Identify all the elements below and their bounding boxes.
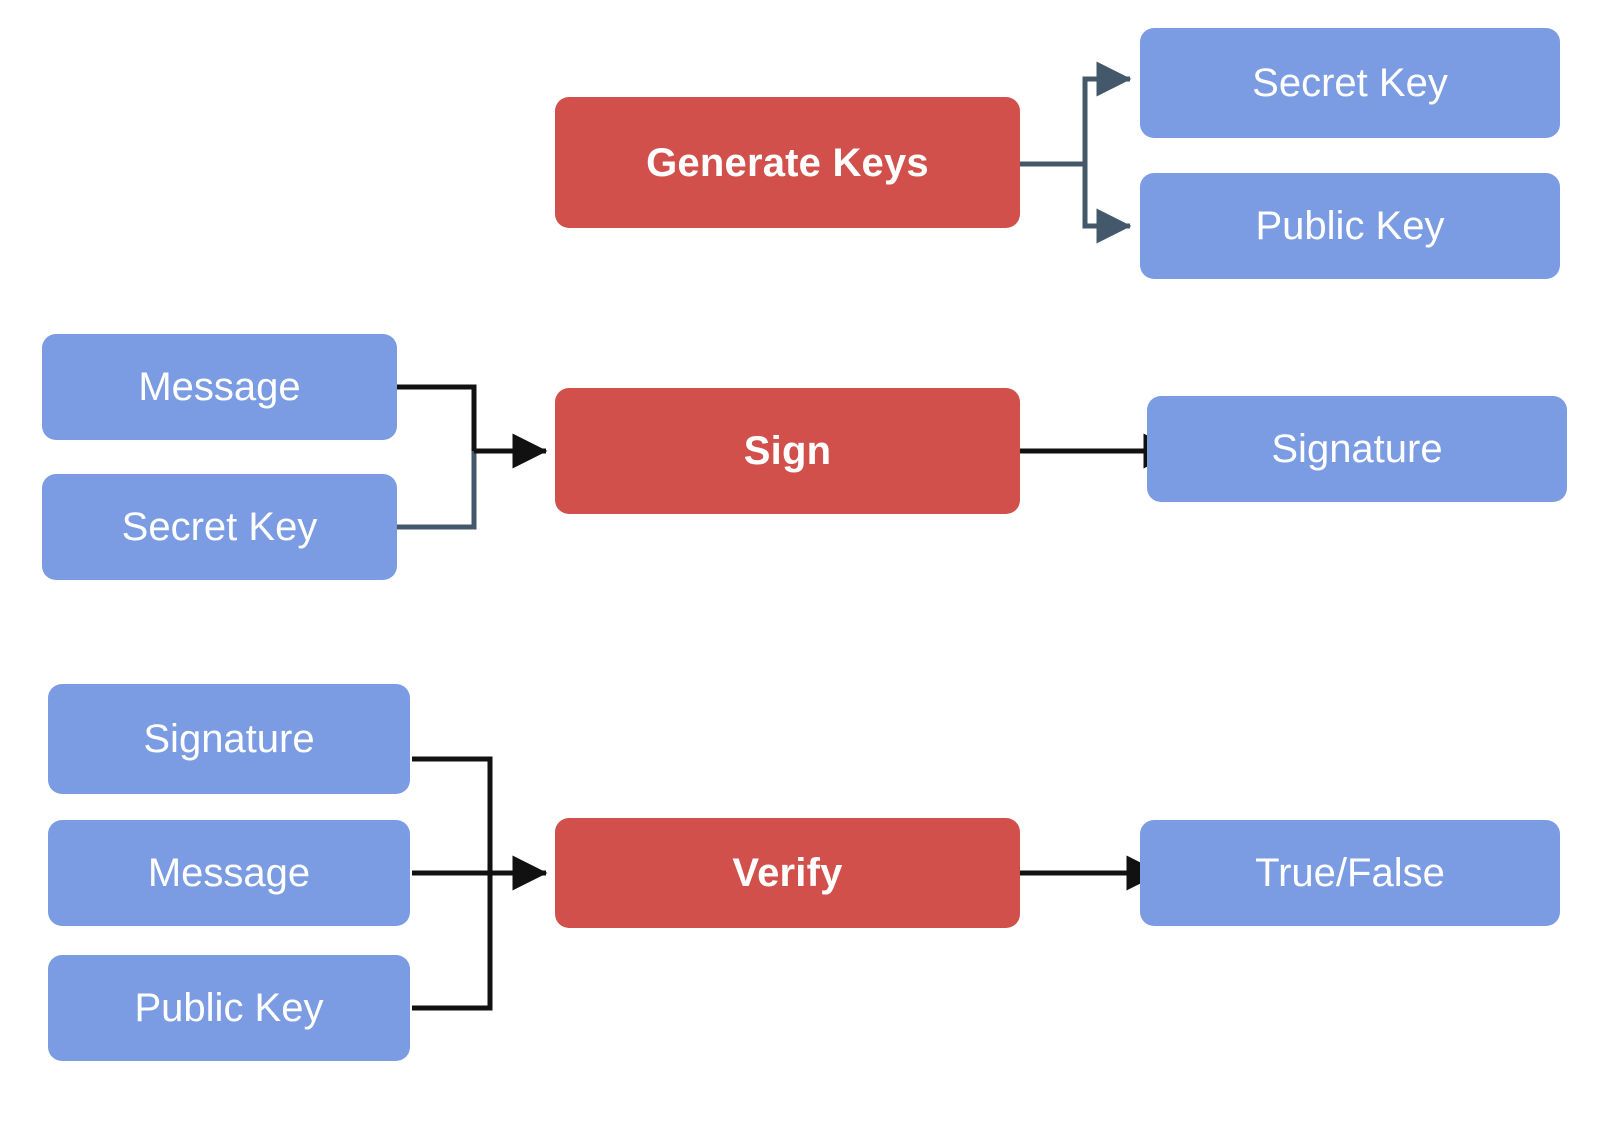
node-signature-output[interactable]: Signature bbox=[1147, 396, 1567, 502]
node-label-sign-input-secret-key: Secret Key bbox=[121, 505, 318, 549]
edge-sign-merge bbox=[397, 384, 548, 530]
edge-generate-keys-split bbox=[1018, 61, 1132, 244]
node-verify[interactable]: Verify bbox=[555, 818, 1020, 928]
node-sign-input-secret-key[interactable]: Secret Key bbox=[42, 474, 397, 580]
node-label-sign-input-message: Message bbox=[138, 365, 301, 409]
edge-verify-merge bbox=[412, 756, 548, 1011]
node-verify-input-public-key[interactable]: Public Key bbox=[48, 955, 410, 1061]
node-sign[interactable]: Sign bbox=[555, 388, 1020, 514]
node-secret-key-output[interactable]: Secret Key bbox=[1140, 28, 1560, 138]
node-label-sign: Sign bbox=[743, 429, 832, 473]
node-label-verify-input-public-key: Public Key bbox=[134, 986, 324, 1030]
node-label-secret-key-output: Secret Key bbox=[1252, 61, 1448, 105]
node-label-public-key-output: Public Key bbox=[1255, 204, 1445, 248]
node-sign-input-message[interactable]: Message bbox=[42, 334, 397, 440]
node-generate-keys[interactable]: Generate Keys bbox=[555, 97, 1020, 228]
node-verify-input-signature[interactable]: Signature bbox=[48, 684, 410, 794]
node-label-truefalse-output: True/False bbox=[1255, 851, 1445, 895]
node-verify-input-message[interactable]: Message bbox=[48, 820, 410, 926]
node-label-verify: Verify bbox=[732, 851, 843, 895]
node-truefalse-output[interactable]: True/False bbox=[1140, 820, 1560, 926]
node-public-key-output[interactable]: Public Key bbox=[1140, 173, 1560, 279]
node-label-verify-input-signature: Signature bbox=[143, 717, 315, 761]
node-label-verify-input-message: Message bbox=[147, 851, 311, 895]
node-label-signature-output: Signature bbox=[1271, 427, 1443, 471]
node-label-generate-keys: Generate Keys bbox=[646, 140, 929, 185]
